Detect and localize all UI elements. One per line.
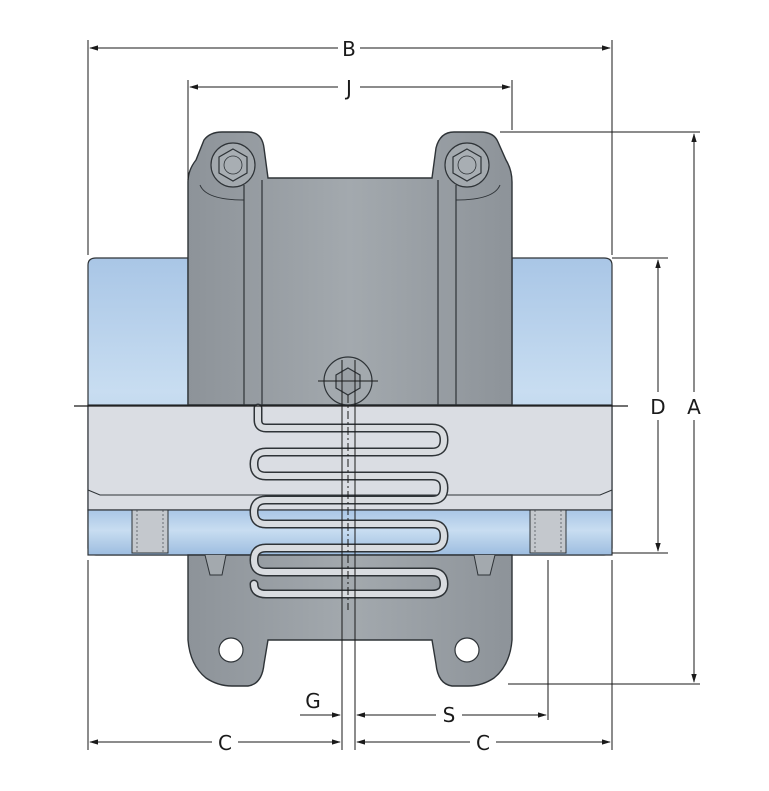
- label-G: G: [305, 689, 321, 713]
- grid-spring: [249, 403, 449, 599]
- bolt-icon: [218, 148, 248, 182]
- dimension-C-left: C: [89, 731, 341, 755]
- extension-lines: [87, 40, 700, 750]
- label-C-right: C: [476, 731, 490, 755]
- label-S: S: [443, 703, 456, 727]
- dimension-D: D: [650, 259, 666, 552]
- set-screw-left: [131, 509, 169, 554]
- label-D: D: [650, 395, 665, 419]
- dimension-G: G: [300, 689, 341, 718]
- set-screw-right: [529, 509, 567, 554]
- label-C-left: C: [218, 731, 232, 755]
- bolt-icon: [452, 148, 482, 182]
- dimension-A: A: [687, 133, 701, 683]
- dimension-S: S: [356, 703, 547, 727]
- label-J: J: [344, 76, 352, 100]
- label-B: B: [342, 37, 356, 61]
- dimension-C-right: C: [356, 731, 611, 755]
- center-lines: [74, 360, 628, 750]
- lower-housing: [187, 554, 513, 687]
- dimension-J: J: [189, 76, 511, 100]
- label-A: A: [687, 395, 701, 419]
- shaft-band: [87, 404, 613, 556]
- dimension-B: B: [89, 37, 611, 61]
- upper-housing: [187, 131, 513, 406]
